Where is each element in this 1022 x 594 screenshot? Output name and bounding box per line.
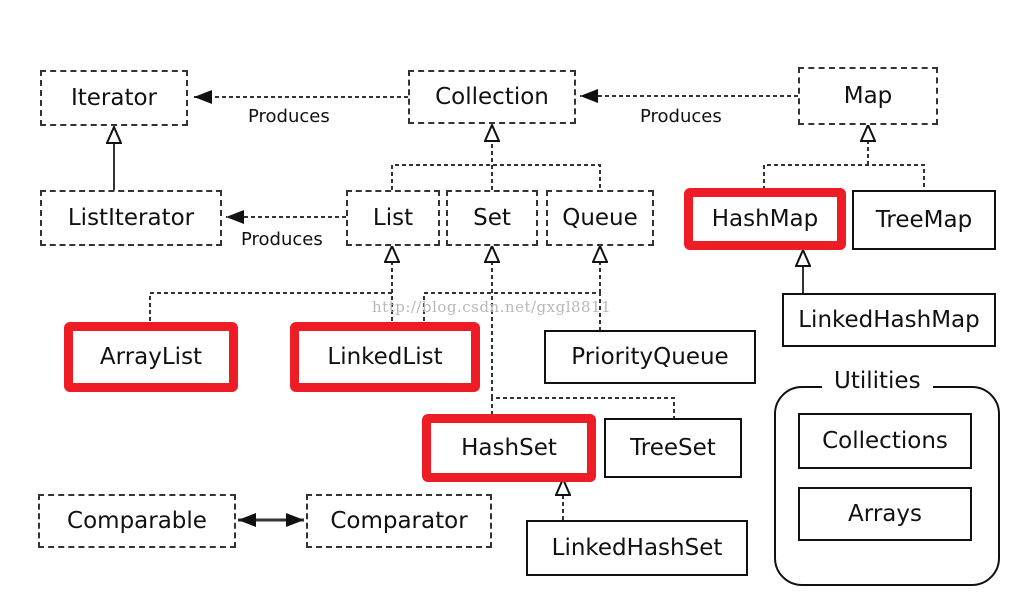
label-produces-collection: Produces	[640, 106, 722, 127]
node-linked-hash-set: LinkedHashSet	[526, 520, 748, 576]
node-linked-hash-map: LinkedHashMap	[782, 293, 996, 347]
node-array-list: ArrayList	[64, 322, 238, 392]
node-hash-map: HashMap	[684, 188, 846, 250]
node-iterator: Iterator	[40, 70, 188, 126]
edge-queues-queue	[423, 292, 601, 330]
utilities-title: Utilities	[822, 368, 933, 394]
node-list-iterator: ListIterator	[40, 190, 222, 246]
node-collections: Collections	[798, 413, 972, 469]
node-priority-queue: PriorityQueue	[544, 330, 756, 384]
node-tree-map: TreeMap	[852, 190, 996, 250]
edge-maps-map	[763, 164, 925, 190]
node-set: Set	[446, 190, 538, 246]
edge-sets-set	[491, 397, 675, 418]
node-comparator: Comparator	[306, 494, 492, 548]
node-hash-set: HashSet	[422, 414, 596, 482]
node-tree-set: TreeSet	[604, 418, 742, 478]
node-list: List	[346, 190, 440, 246]
node-map: Map	[798, 67, 938, 125]
watermark: http://blog.csdn.net/gxgl8811	[372, 298, 612, 316]
node-queue: Queue	[546, 190, 654, 246]
node-arrays: Arrays	[798, 487, 972, 541]
node-linked-list: LinkedList	[290, 322, 480, 392]
node-comparable: Comparable	[38, 494, 236, 548]
label-produces-list-iterator: Produces	[241, 229, 323, 250]
label-produces-iterator: Produces	[248, 106, 330, 127]
node-collection: Collection	[408, 70, 576, 124]
edge-list-set-queue-collection	[391, 164, 601, 190]
edge-lists-list	[149, 292, 393, 328]
